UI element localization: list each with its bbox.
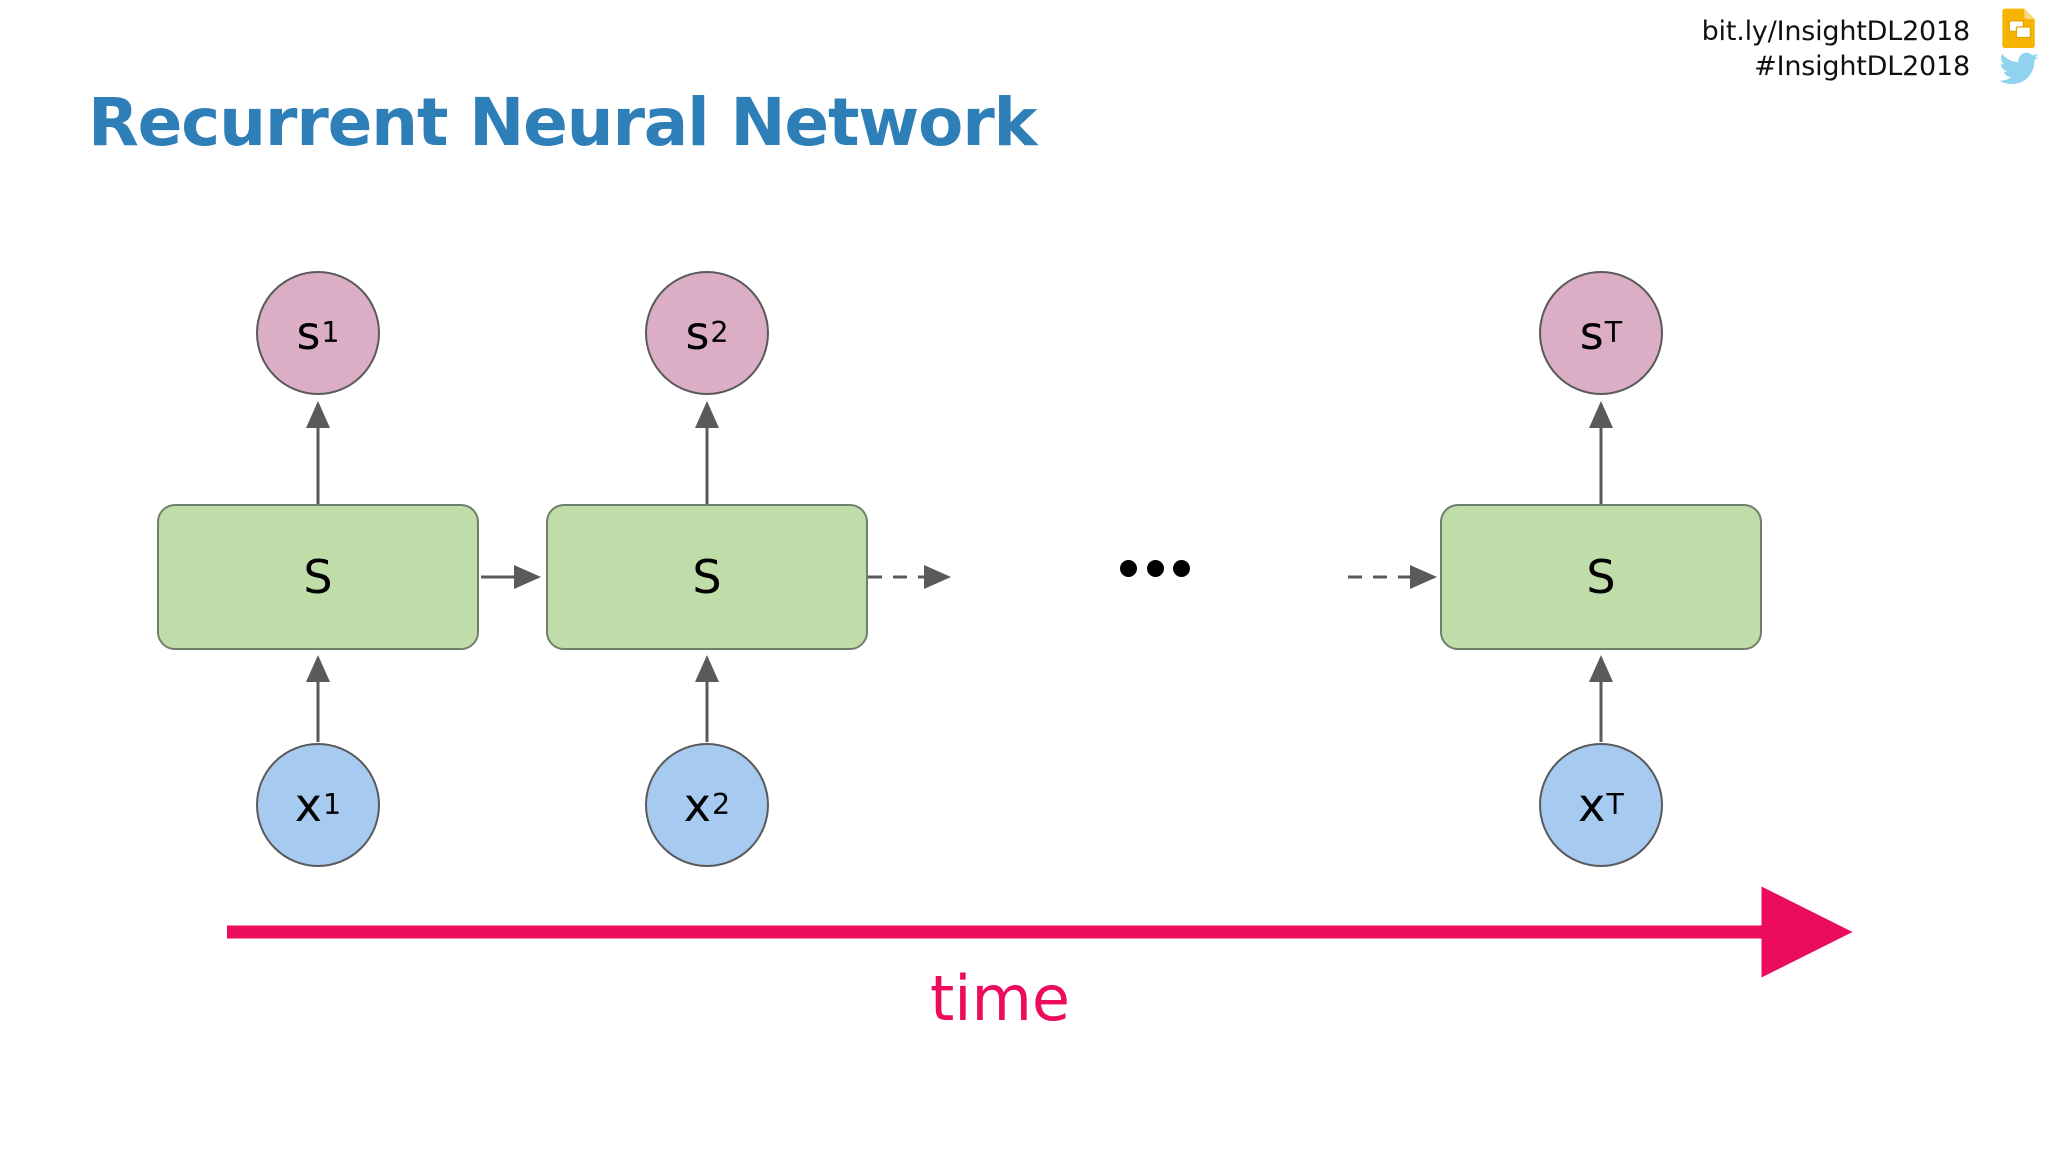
google-slides-icon[interactable] [1998,6,2040,48]
cell-node-1[interactable]: S [157,504,479,650]
header-link-url[interactable]: bit.ly/InsightDL2018 [1701,16,1971,47]
state-node-s2-symbol: s [685,306,710,360]
cell-node-1-symbol: S [303,550,333,604]
input-node-x1-subscript: 1 [323,787,342,821]
time-axis-label: time [929,962,1071,1035]
ellipsis-dot [1120,559,1137,577]
input-node-x2-subscript: 2 [712,787,731,821]
input-node-xT-subscript: T [1606,787,1624,821]
state-node-sT-subscript: T [1604,315,1623,349]
state-node-sT-symbol: s [1579,306,1604,360]
state-node-s2-subscript: 2 [710,315,729,349]
twitter-bird-icon[interactable] [1998,52,2040,86]
input-node-xT-symbol: x [1578,778,1606,832]
cell-node-3[interactable]: S [1440,504,1762,650]
state-node-s1-subscript: 1 [321,315,340,349]
input-node-x2-symbol: x [683,778,712,832]
header-links: bit.ly/InsightDL2018 #InsightDL2018 [1701,14,1971,84]
cell-node-2[interactable]: S [546,504,868,650]
input-node-x1-symbol: x [294,778,323,832]
cell-node-2-symbol: S [692,550,722,604]
cell-node-3-symbol: S [1586,550,1616,604]
page-title: Recurrent Neural Network [88,84,1037,161]
header-hashtag[interactable]: #InsightDL2018 [1754,51,1970,83]
ellipsis-dot [1146,559,1164,577]
state-node-s1-symbol: s [296,306,321,360]
ellipsis-dots [1120,548,1190,588]
ellipsis-dot [1173,559,1190,577]
